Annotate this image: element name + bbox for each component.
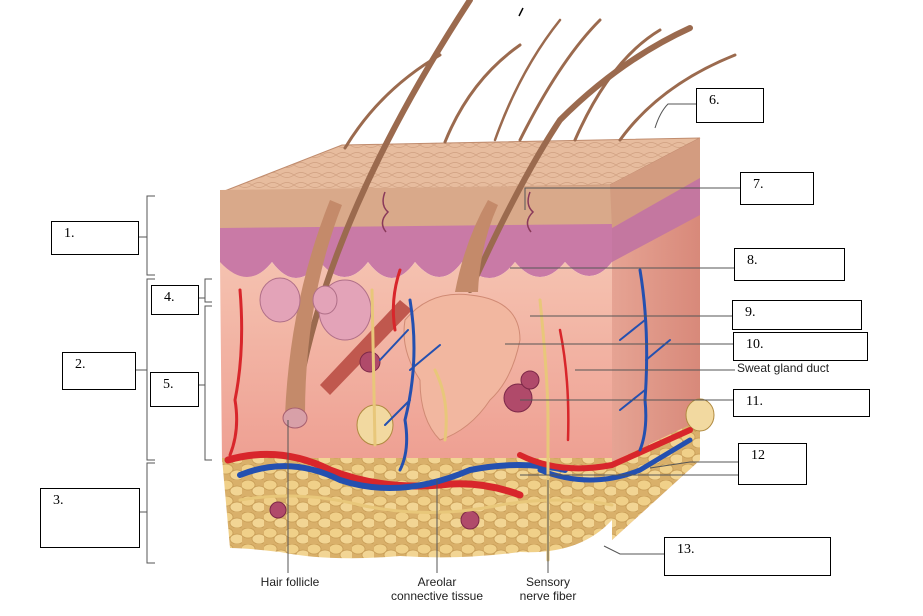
label-box-4-text: 4.	[164, 290, 175, 305]
label-box-7-text: 7.	[753, 177, 764, 192]
label-box-6-text: 6.	[709, 93, 720, 108]
label-sensory-line2: nerve fiber	[519, 589, 577, 603]
label-box-3-text: 3.	[53, 493, 64, 508]
label-box-13[interactable]: 13.	[664, 537, 831, 576]
label-box-9-text: 9.	[745, 305, 756, 320]
label-box-11-text: 11.	[746, 394, 763, 409]
label-box-5-text: 5.	[163, 377, 174, 392]
label-sensory-line1: Sensory	[525, 575, 571, 589]
arrector-pili	[320, 300, 412, 395]
sebaceous-glands	[259, 277, 372, 341]
label-box-7[interactable]: 7.	[740, 172, 814, 205]
label-box-10-text: 10.	[746, 337, 764, 352]
label-box-9[interactable]: 9.	[732, 300, 862, 330]
nerves	[238, 288, 614, 562]
label-box-4[interactable]: 4.	[151, 285, 199, 315]
hair-follicle-right	[455, 200, 498, 292]
label-box-10[interactable]: 10.	[733, 332, 868, 361]
label-box-12-text: 12	[751, 448, 765, 463]
label-box-8[interactable]: 8.	[734, 248, 845, 281]
blood-vessels	[224, 268, 693, 499]
label-box-1[interactable]: 1.	[51, 221, 139, 255]
label-box-6[interactable]: 6.	[696, 88, 764, 123]
label-box-5[interactable]: 5.	[150, 372, 199, 407]
label-hair-follicle: Hair follicle	[260, 575, 320, 589]
label-sweat-gland-duct: Sweat gland duct	[737, 361, 830, 375]
label-box-8-text: 8.	[747, 253, 758, 268]
sweat-glands	[269, 351, 540, 530]
sweat-duct	[381, 191, 390, 233]
label-box-2-text: 2.	[75, 357, 86, 372]
label-areolar-line1: Areolar	[417, 575, 457, 589]
brackets	[136, 195, 212, 564]
hypodermis	[222, 458, 612, 559]
label-box-13-text: 13.	[677, 542, 695, 557]
label-box-11[interactable]: 11.	[733, 389, 870, 417]
label-box-12[interactable]: 12	[738, 443, 807, 485]
label-areolar-line2: connective tissue	[390, 589, 484, 603]
hair-follicle-left	[285, 200, 342, 415]
label-box-3[interactable]: 3.	[40, 488, 140, 548]
central-structure	[403, 293, 521, 441]
label-box-2[interactable]: 2.	[62, 352, 136, 390]
leader-lines	[287, 103, 740, 573]
label-box-1-text: 1.	[64, 226, 75, 241]
